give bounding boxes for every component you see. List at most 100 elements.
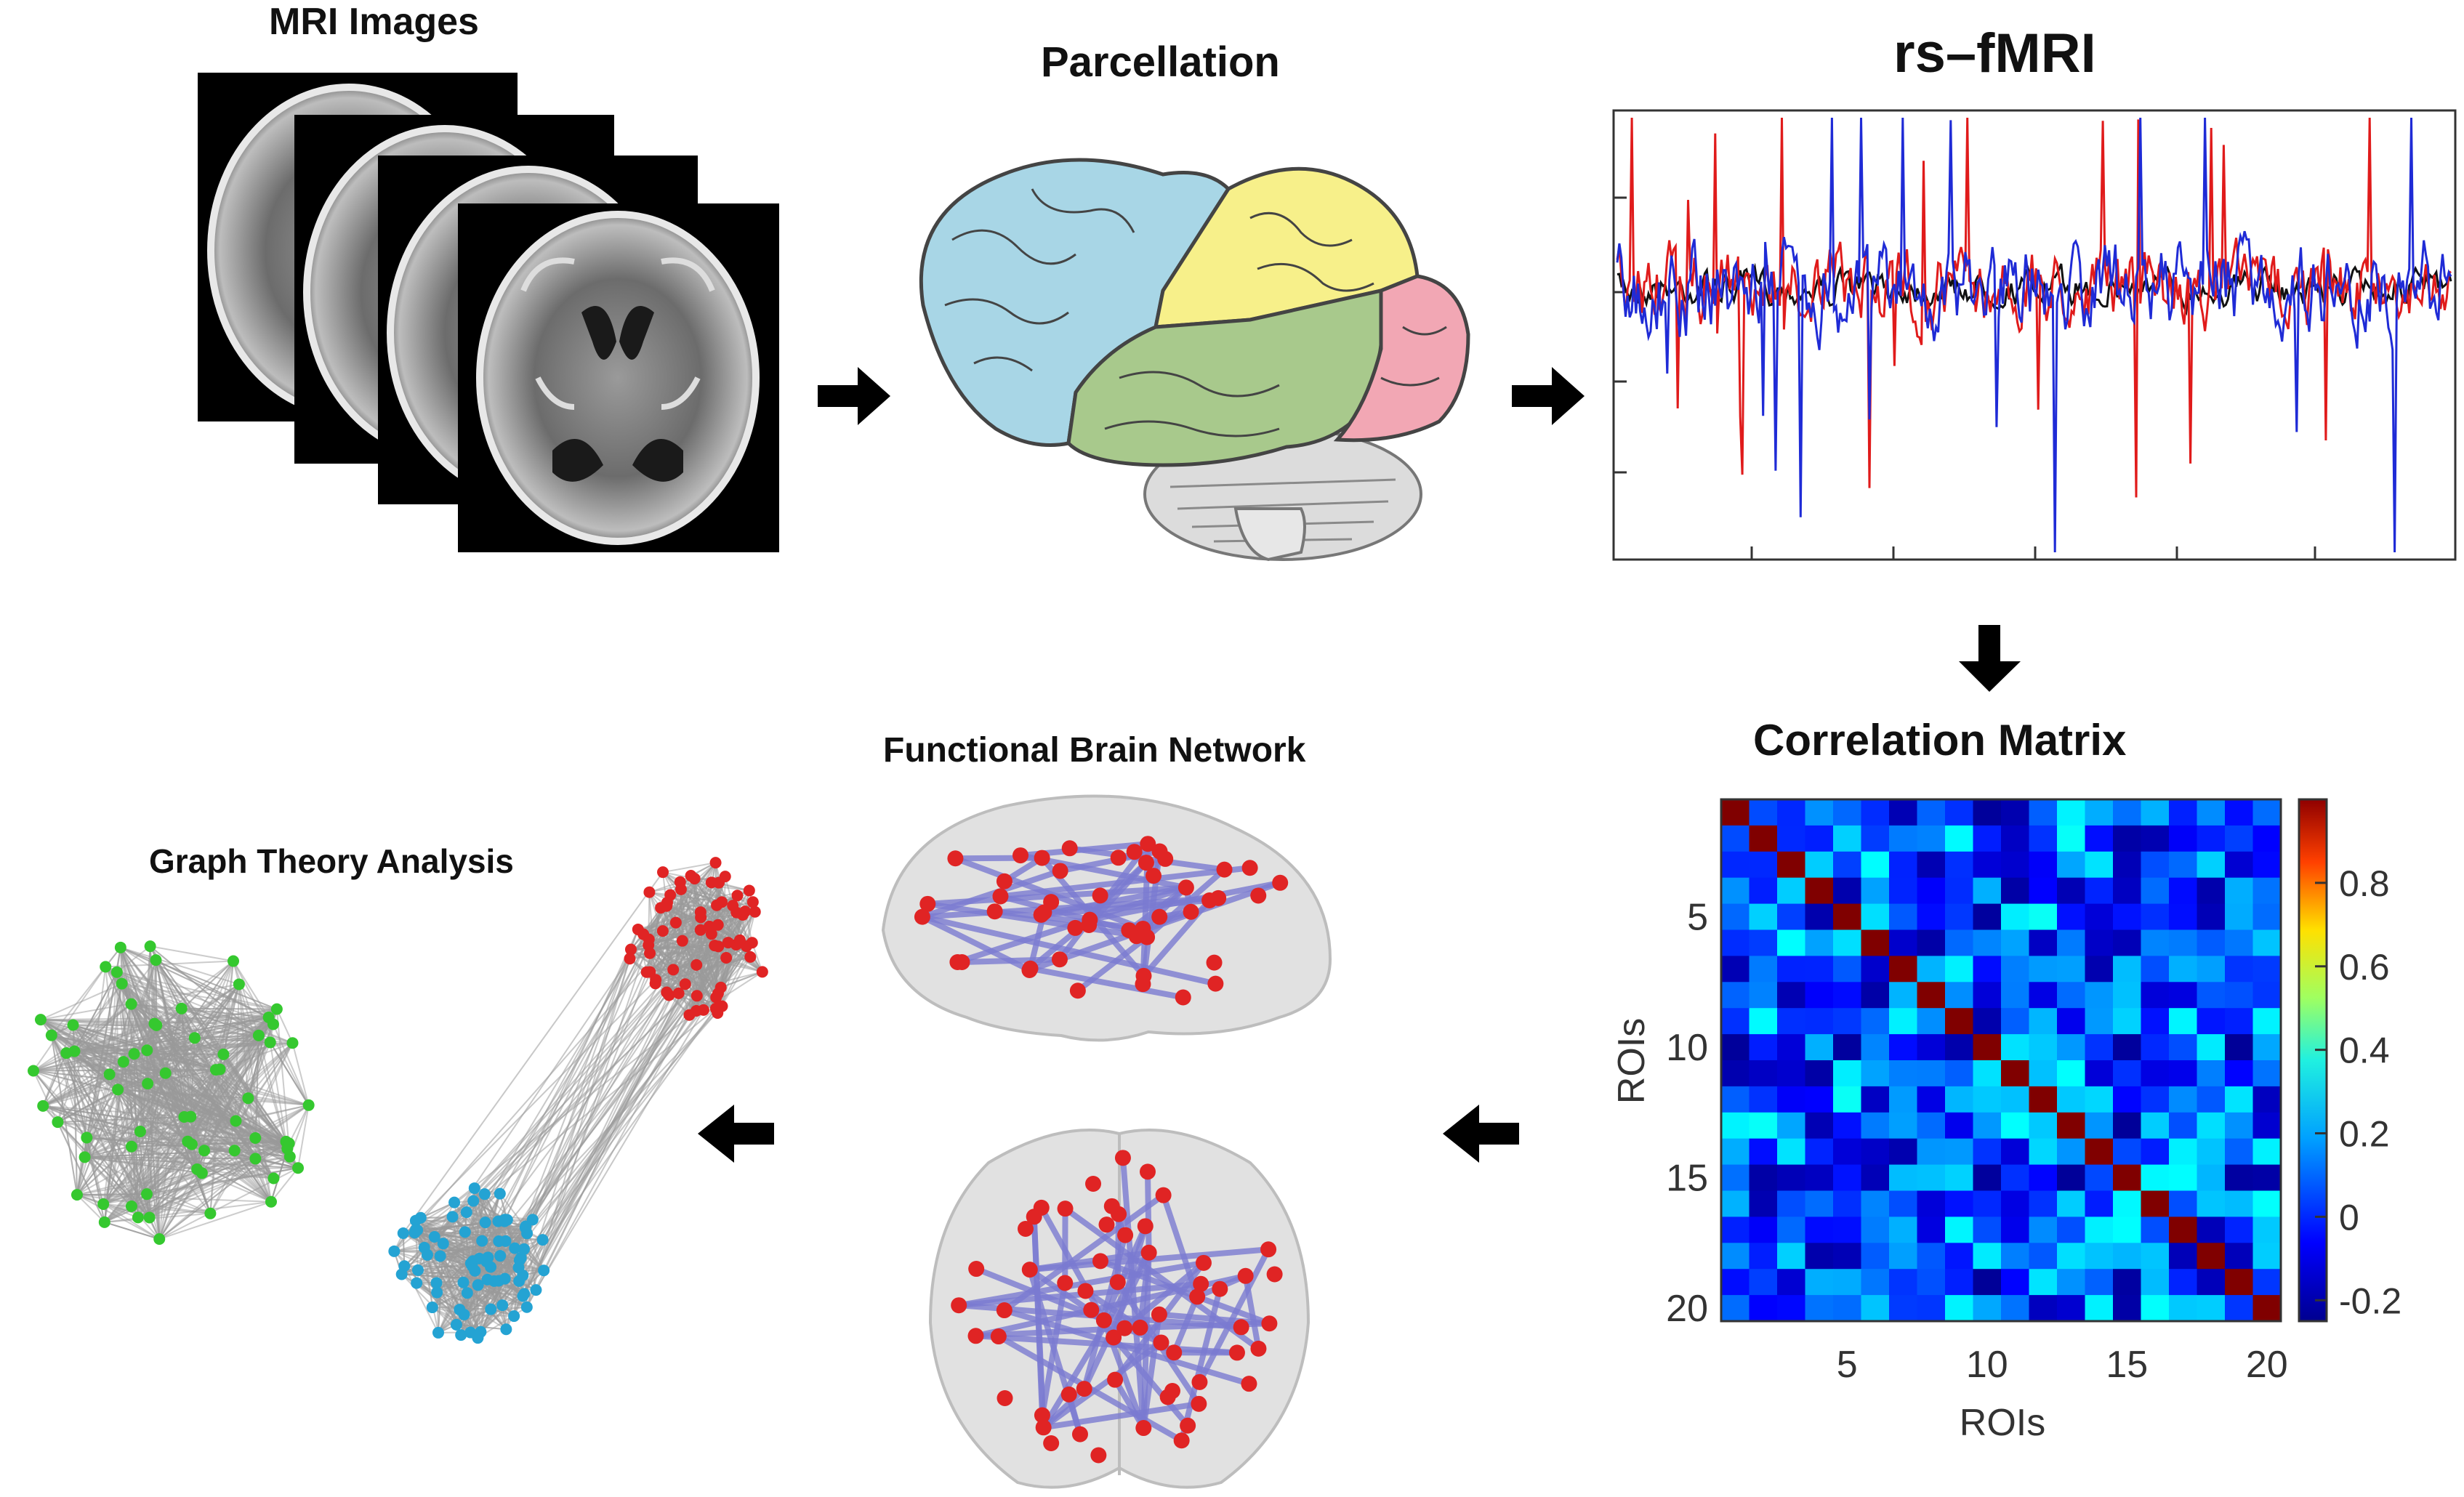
- graph-node: [731, 889, 744, 902]
- network-node: [914, 908, 930, 925]
- network-edge: [1144, 1169, 1152, 1256]
- graph-edge: [104, 1221, 160, 1240]
- network-node: [1132, 1319, 1148, 1336]
- matrix-cell: [1833, 1008, 1861, 1035]
- graph-node: [496, 1299, 509, 1312]
- matrix-cell: [2197, 929, 2226, 956]
- matrix-cell: [1945, 929, 1973, 956]
- graph-node: [434, 1250, 446, 1262]
- matrix-cell: [2169, 825, 2197, 852]
- matrix-cell: [2141, 1138, 2170, 1166]
- graph-node: [81, 1131, 93, 1144]
- matrix-cell: [1973, 1164, 2002, 1191]
- network-node: [949, 953, 966, 970]
- matrix-cell: [1721, 1243, 1750, 1270]
- matrix-cell: [1721, 956, 1750, 982]
- matrix-cell: [1721, 1060, 1750, 1087]
- matrix-cell: [2225, 1243, 2253, 1270]
- graph-node: [485, 1303, 497, 1315]
- matrix-cell: [2085, 1190, 2114, 1217]
- matrix-cell: [1889, 929, 1917, 956]
- matrix-cell: [2029, 825, 2058, 852]
- matrix-cell: [1777, 982, 1805, 1009]
- graph-node: [536, 1234, 549, 1246]
- matrix-cell: [2085, 1269, 2114, 1296]
- matrix-cell: [2001, 825, 2029, 852]
- correlation-matrix-title: Correlation Matrix: [1753, 716, 2127, 764]
- matrix-cell: [2197, 1060, 2226, 1087]
- matrix-cell: [2029, 1034, 2058, 1061]
- graph-node: [67, 1019, 79, 1031]
- graph-node: [185, 1110, 197, 1123]
- matrix-cell: [2113, 1112, 2141, 1139]
- graph-edge: [50, 1035, 88, 1138]
- matrix-cell: [1889, 851, 1917, 879]
- matrix-cell: [2085, 1112, 2114, 1139]
- matrix-cell: [1945, 1112, 1973, 1139]
- matrix-cell: [1917, 1269, 1946, 1296]
- matrix-cell: [1917, 1034, 1946, 1061]
- matrix-cell: [2113, 903, 2141, 930]
- graph-node: [457, 1276, 470, 1288]
- matrix-cell: [2085, 1216, 2114, 1243]
- graph-node: [479, 1216, 491, 1229]
- matrix-cell: [1833, 851, 1861, 879]
- matrix-cell: [1833, 1295, 1861, 1322]
- graph-edge: [181, 1007, 274, 1025]
- graph-edge: [233, 961, 259, 1036]
- matrix-cell: [1861, 903, 1890, 930]
- matrix-cell: [2252, 982, 2282, 1009]
- matrix-cell: [2001, 903, 2029, 930]
- matrix-cell: [1721, 1190, 1750, 1217]
- matrix-cell: [2085, 1295, 2114, 1322]
- matrix-cell: [2252, 877, 2282, 905]
- graph-edge: [57, 972, 118, 1123]
- network-edge: [1144, 866, 1228, 940]
- matrix-cell: [1833, 1034, 1861, 1061]
- graph-node: [624, 953, 636, 965]
- matrix-cell: [1749, 1138, 1778, 1166]
- matrix-cell: [1917, 877, 1946, 905]
- graph-edge: [158, 1201, 272, 1240]
- network-node: [1250, 887, 1267, 904]
- matrix-cell: [2113, 877, 2141, 905]
- network-node: [1095, 1312, 1112, 1328]
- network-node: [1012, 847, 1029, 864]
- matrix-cell: [1889, 1243, 1917, 1270]
- matrix-cell: [2057, 1034, 2085, 1061]
- graph-edge: [42, 1052, 68, 1107]
- network-edge: [1027, 965, 1186, 1001]
- graph-node: [388, 1245, 400, 1257]
- graph-edge: [525, 929, 701, 1227]
- network-node: [997, 1390, 1013, 1407]
- matrix-cell: [1721, 877, 1750, 905]
- graph-node: [228, 955, 240, 967]
- graph-edge: [33, 1052, 67, 1072]
- network-node: [1052, 863, 1068, 879]
- matrix-cell: [1749, 1216, 1778, 1243]
- graph-edge: [84, 1083, 148, 1158]
- network-node: [1060, 1386, 1077, 1403]
- matrix-cell: [1721, 1295, 1750, 1322]
- matrix-cell: [2057, 1190, 2085, 1217]
- matrix-cell: [1973, 1243, 2002, 1270]
- network-node: [1116, 1320, 1133, 1336]
- network-node: [1034, 850, 1050, 866]
- network-node: [1153, 1334, 1169, 1351]
- matrix-cell: [1861, 929, 1890, 956]
- matrix-cell: [2113, 1295, 2141, 1322]
- graph-node: [411, 1224, 424, 1236]
- matrix-cell: [2169, 1295, 2197, 1322]
- network-node: [1210, 889, 1227, 906]
- graph-node: [743, 884, 755, 897]
- matrix-cell: [1721, 825, 1750, 852]
- network-node: [996, 873, 1012, 889]
- matrix-cell: [2029, 1112, 2058, 1139]
- matrix-cell: [2225, 1164, 2253, 1191]
- graph-node: [676, 935, 688, 947]
- matrix-cell: [2252, 1216, 2282, 1243]
- parcellated-brain: [919, 158, 1470, 562]
- network-edge: [1160, 1192, 1201, 1300]
- matrix-cell: [1889, 1164, 1917, 1191]
- graph-edge: [137, 1147, 288, 1219]
